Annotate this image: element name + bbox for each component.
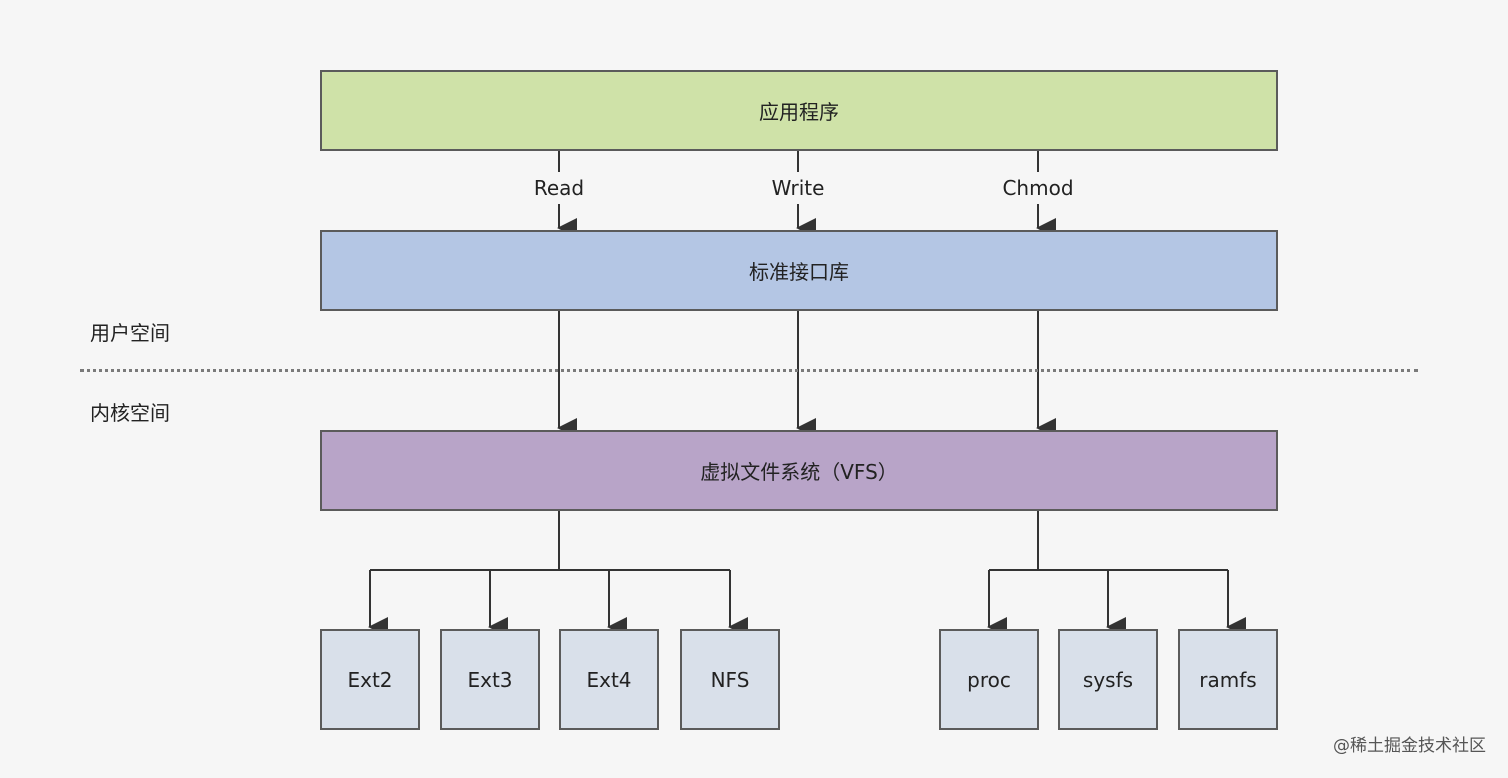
fs-box-ramfs: ramfs xyxy=(1178,629,1278,730)
application-layer-label: 应用程序 xyxy=(759,100,839,124)
fs-label: NFS xyxy=(710,667,750,692)
fs-box-ext3: Ext3 xyxy=(440,629,540,730)
fs-box-proc: proc xyxy=(939,629,1039,730)
standard-library-layer: 标准接口库 xyxy=(320,230,1278,311)
fs-label: sysfs xyxy=(1082,667,1134,692)
standard-library-label: 标准接口库 xyxy=(749,260,849,284)
fs-label: Ext4 xyxy=(586,667,632,692)
user-space-label: 用户空间 xyxy=(90,321,170,345)
fs-box-ext2: Ext2 xyxy=(320,629,420,730)
vfs-layer: 虚拟文件系统（VFS） xyxy=(320,430,1278,511)
call-write-label: Write xyxy=(771,176,825,200)
application-layer: 应用程序 xyxy=(320,70,1278,151)
fs-label: proc xyxy=(967,667,1011,692)
call-read-label: Read xyxy=(533,176,585,200)
fs-label: ramfs xyxy=(1199,667,1257,692)
call-chmod-label: Chmod xyxy=(1002,176,1074,200)
vfs-layer-label: 虚拟文件系统（VFS） xyxy=(700,460,898,484)
footer-watermark: @稀土掘金技术社区 xyxy=(1333,736,1486,756)
user-kernel-divider xyxy=(80,369,1418,372)
fs-box-sysfs: sysfs xyxy=(1058,629,1158,730)
fs-label: Ext2 xyxy=(347,667,393,692)
fs-box-nfs: NFS xyxy=(680,629,780,730)
fs-label: Ext3 xyxy=(467,667,513,692)
fs-box-ext4: Ext4 xyxy=(559,629,659,730)
kernel-space-label: 内核空间 xyxy=(90,401,170,425)
